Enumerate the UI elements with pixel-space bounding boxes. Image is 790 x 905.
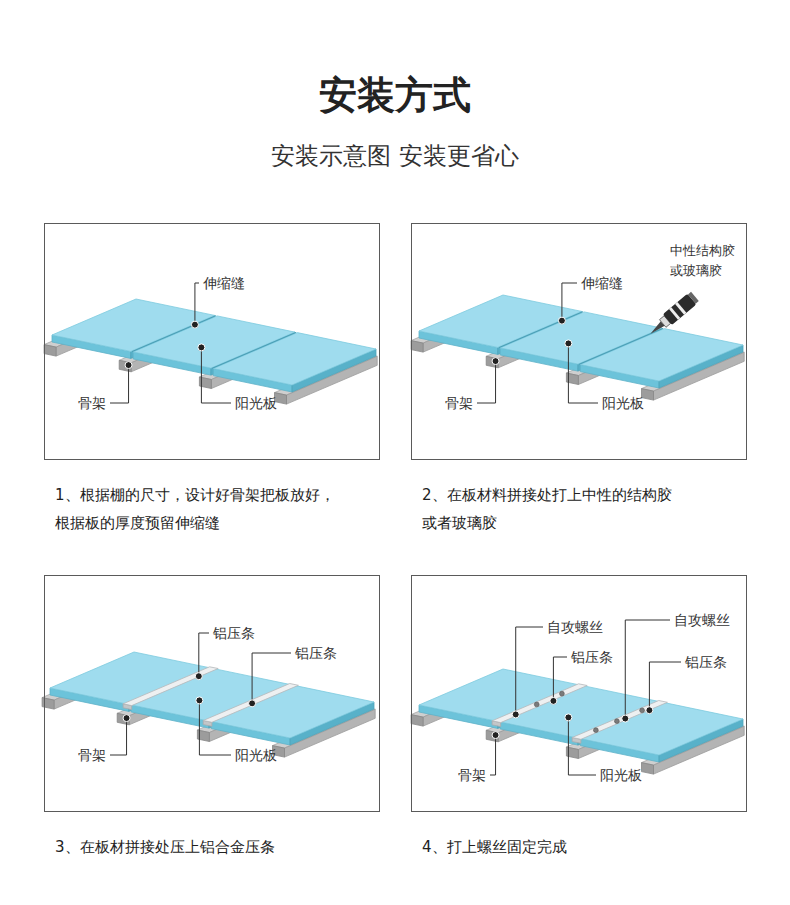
- leader-dot: [550, 697, 557, 704]
- beam-front: [486, 730, 498, 742]
- leader-line: [553, 657, 567, 701]
- aluminum-strip: [203, 684, 298, 723]
- leader-line: [199, 633, 209, 676]
- aluminum-strip: [572, 701, 667, 740]
- leader-line: [477, 361, 496, 403]
- aluminum-strip: [492, 684, 587, 723]
- beam-front: [411, 715, 423, 727]
- callout-label: 铝压条: [571, 647, 613, 667]
- beam-front: [642, 763, 654, 775]
- glue-gun: [646, 291, 699, 339]
- leader-dot: [195, 673, 202, 680]
- leader-line: [199, 700, 231, 755]
- leader-line: [195, 283, 199, 325]
- step-panel: 2、在板材料拼接处打上中性的结构胶 或者玻璃胶: [411, 223, 747, 460]
- callout-label: 阳光板: [235, 393, 277, 413]
- tube-ring: [675, 302, 686, 315]
- leader-dot: [565, 340, 572, 347]
- screw-head: [614, 719, 619, 724]
- screw-head: [593, 728, 598, 733]
- panel-illustration: [411, 669, 744, 774]
- tube-ring: [669, 307, 680, 320]
- leader-dot: [123, 715, 130, 722]
- panel-illustration: [42, 652, 375, 757]
- callout-label: 伸缩缝: [581, 273, 623, 293]
- callout-label: 骨架: [458, 765, 486, 785]
- leader-line: [568, 717, 596, 775]
- callout-label: 阳光板: [602, 393, 644, 413]
- step-panel: 1、根据棚的尺寸，设计好骨架把板放好， 根据板的厚度预留伸缩缝: [44, 223, 380, 460]
- leader-line: [110, 718, 127, 755]
- step-caption: 4、打上螺丝固定完成: [422, 833, 752, 861]
- sunlight-plate: [213, 333, 376, 385]
- leader-line: [252, 653, 291, 703]
- callout-label: 铝压条: [295, 643, 337, 663]
- leader-dot: [646, 707, 653, 714]
- step-caption: 3、在板材拼接处压上铝合金压条: [55, 833, 385, 861]
- leader-dot: [558, 317, 565, 324]
- leader-dot: [198, 344, 205, 351]
- callout-label: 骨架: [78, 393, 106, 413]
- callout-label: 骨架: [445, 393, 473, 413]
- leader-line: [201, 347, 231, 403]
- beam-front: [119, 360, 131, 372]
- panel-illustration: [411, 291, 744, 400]
- expansion-joint: [212, 332, 296, 368]
- page-title: 安装方式: [0, 70, 790, 121]
- leader-dot: [492, 358, 499, 365]
- leader-line: [562, 283, 577, 321]
- sunlight-plate: [580, 329, 743, 381]
- expansion-joint: [132, 316, 216, 352]
- leader-dot: [191, 321, 198, 328]
- leader-line: [490, 735, 496, 775]
- beam-front: [44, 345, 56, 357]
- leader-line: [649, 662, 681, 710]
- beam-front: [117, 713, 129, 725]
- leader-dot: [622, 715, 629, 722]
- expansion-joint: [499, 312, 583, 348]
- callout-label: 伸缩缝: [203, 273, 245, 293]
- page-subtitle: 安装示意图 安装更省心: [0, 140, 790, 172]
- leader-line: [568, 343, 598, 403]
- leader-line: [110, 365, 129, 403]
- step-caption: 2、在板材料拼接处打上中性的结构胶 或者玻璃胶: [422, 481, 684, 537]
- callout-label: 阳光板: [235, 745, 277, 765]
- callout-label: 铝压条: [213, 623, 255, 643]
- callout-label: 骨架: [78, 745, 106, 765]
- beam-front: [486, 356, 498, 368]
- leader-dot: [196, 697, 203, 704]
- expansion-joint: [579, 328, 663, 364]
- tube-cap: [688, 292, 699, 304]
- callout-label: 阳光板: [600, 765, 642, 785]
- leader-line: [516, 627, 543, 714]
- screw-head: [560, 691, 565, 696]
- leader-dot: [125, 362, 132, 369]
- leader-dot: [512, 711, 519, 718]
- callout-label: 自攻螺丝: [547, 617, 603, 637]
- leader-dot: [565, 714, 572, 721]
- leader-dot: [249, 700, 256, 707]
- leader-dot: [492, 732, 499, 739]
- callout-label: 中性结构胶 或玻璃胶: [670, 241, 738, 281]
- step-panel: 3、在板材拼接处压上铝合金压条: [44, 575, 380, 812]
- callout-label: 铝压条: [685, 652, 727, 672]
- leader-line: [625, 620, 670, 719]
- screw-head: [640, 708, 645, 713]
- callout-label: 自攻螺丝: [674, 610, 730, 630]
- screw-head: [534, 702, 539, 707]
- panel-illustration: [44, 299, 377, 404]
- step-caption: 1、根据棚的尺寸，设计好骨架把板放好， 根据板的厚度预留伸缩缝: [55, 481, 347, 537]
- aluminum-strip: [123, 667, 218, 706]
- beam-front: [411, 341, 423, 353]
